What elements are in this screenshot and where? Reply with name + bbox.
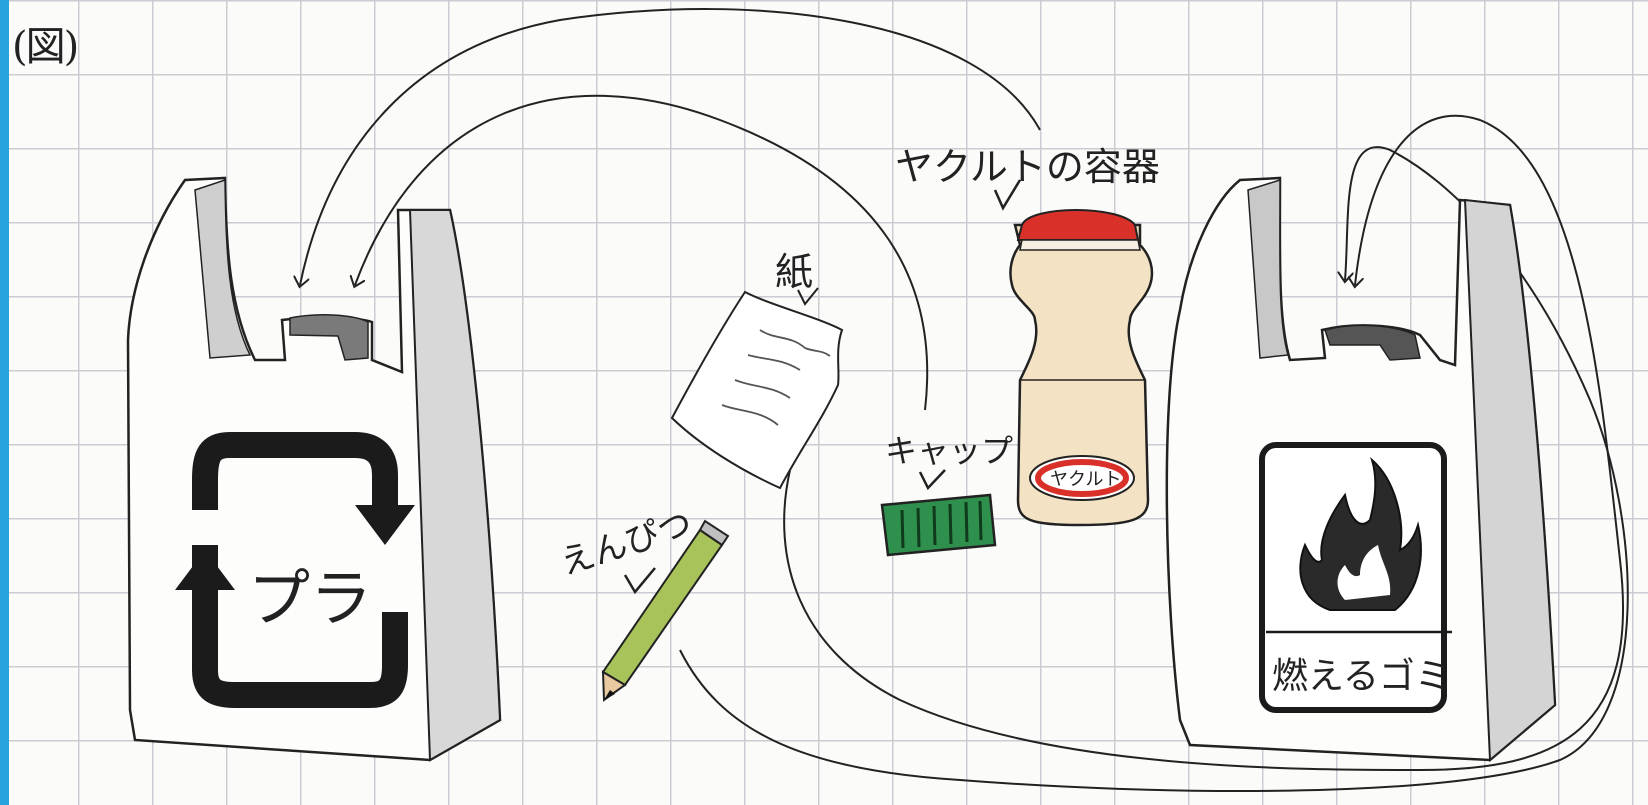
arrow-cap-to-plastic: [355, 94, 929, 411]
burnable-label: 燃えるゴミ: [1272, 656, 1451, 697]
check-mark-icon: [623, 567, 656, 595]
yakult-bottle: ヤクルト: [1009, 209, 1154, 527]
plastic-bag: プラ: [126, 176, 502, 762]
notebook-margin-line: [0, 0, 9, 805]
pencil: [601, 519, 730, 702]
arrow-yakult-to-plastic: [300, 8, 1041, 285]
label-paper: 紙: [775, 250, 813, 294]
arrow-paper-to-burnable: [783, 114, 1625, 772]
label-cap: キャップ: [885, 432, 1013, 470]
figure-label: (図): [12, 24, 79, 70]
check-mark-icon: [797, 287, 819, 306]
paper-sheet: [670, 290, 844, 490]
bottle-cap: [880, 493, 997, 557]
flow-arrows: [300, 8, 1629, 793]
flame-icon: [1299, 456, 1422, 611]
arrow-pencil-to-burnable: [679, 146, 1629, 793]
check-mark-icon: [993, 179, 1022, 211]
burnable-sign: 燃えるゴミ: [1259, 442, 1452, 713]
plastic-recycle-mark: プラ: [175, 432, 415, 708]
label-yakult-container: ヤクルトの容器: [895, 145, 1160, 189]
plastic-mark-label: プラ: [248, 562, 372, 635]
check-mark-icon: [918, 469, 946, 491]
burnable-bag: 燃えるゴミ: [1165, 176, 1557, 763]
yakult-brand-label: ヤクルト: [1050, 469, 1121, 490]
